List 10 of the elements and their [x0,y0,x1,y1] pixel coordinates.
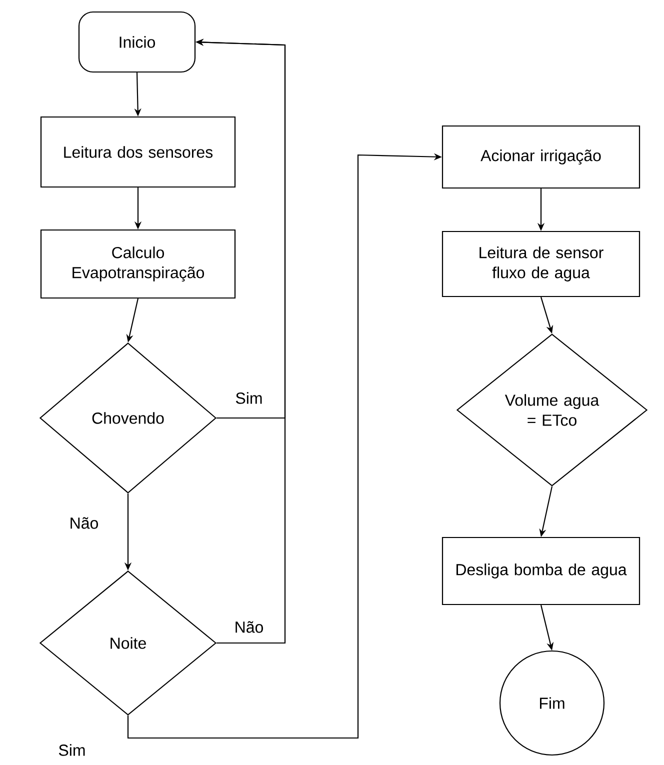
process-box: Leitura dos sensores [40,116,236,188]
process-box: Desliga bomba de agua [442,536,640,606]
edge-label: Não [233,620,265,634]
start-terminal: Inicio [78,11,196,73]
process-box: Leitura de sensor fluxo de agua [442,230,640,298]
process-box: Calculo Evapotranspiração [40,229,236,299]
edge-label: Sim [57,743,87,757]
edge-label: Não [68,516,100,530]
process-box: Acionar irrigação [442,125,640,189]
edge-label: Sim [234,391,264,405]
